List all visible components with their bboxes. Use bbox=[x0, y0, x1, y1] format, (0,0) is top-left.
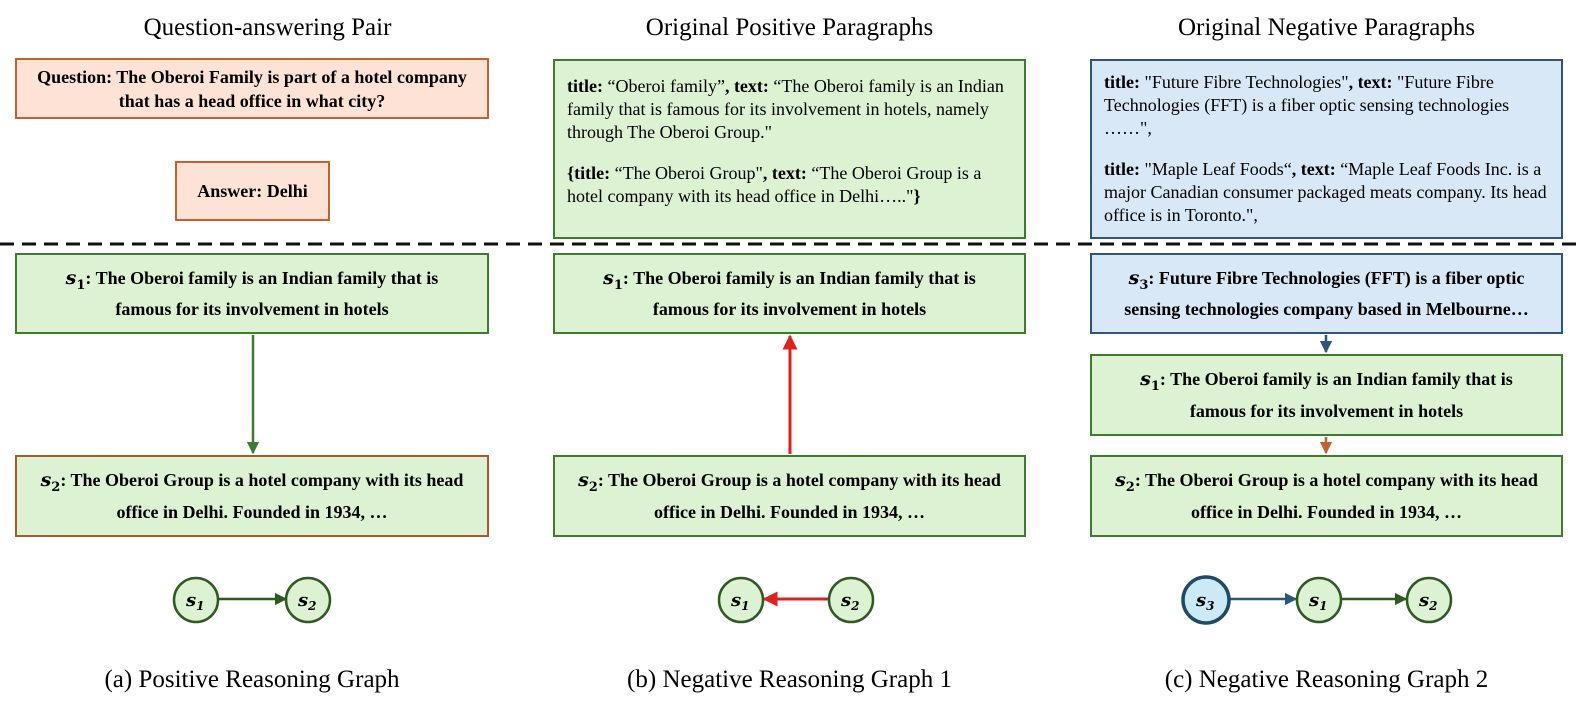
sentence-s2-b: s2: The Oberoi Group is a hotel company … bbox=[578, 469, 1001, 522]
svg-text:s1: s1 bbox=[185, 590, 205, 613]
s1-symbol: s1 bbox=[603, 266, 623, 293]
graph-c-node-s1: s1 bbox=[1295, 576, 1343, 624]
sentence-box-s1-c: s1: The Oberoi family is an Indian famil… bbox=[1090, 354, 1563, 436]
s2-symbol: s2 bbox=[40, 469, 61, 495]
positive-paragraphs-box: title: “Oberoi family”, text: “The Obero… bbox=[553, 59, 1026, 239]
sentence-s3-c: s3: Future Fibre Technologies (FFT) is a… bbox=[1124, 266, 1529, 320]
negative-paragraphs-box: title: "Future Fibre Technologies", text… bbox=[1090, 59, 1563, 239]
text-key: , text: bbox=[1348, 72, 1393, 92]
caption-b: (b) Negative Reasoning Graph 1 bbox=[627, 666, 952, 693]
text-value: "Future Fibre Technologies (FFT) is a fi… bbox=[1104, 72, 1510, 138]
closing-brace: } bbox=[913, 186, 921, 206]
text-value: “Maple Leaf Foods Inc. is a major Canadi… bbox=[1104, 159, 1547, 225]
sentence-box-s2-b: s2: The Oberoi Group is a hotel company … bbox=[553, 455, 1026, 537]
s2-symbol: s2 bbox=[578, 469, 598, 495]
svg-text:s2: s2 bbox=[840, 590, 860, 613]
sentence-box-s3-c: s3: Future Fibre Technologies (FFT) is a… bbox=[1090, 253, 1563, 334]
title-value: “Oberoi family” bbox=[602, 76, 725, 96]
sentence-box-s2-a: s2: The Oberoi Group is a hotel company … bbox=[15, 455, 489, 537]
negative-paragraph-1: title: "Future Fibre Technologies", text… bbox=[1104, 71, 1549, 140]
answer-box: Answer: Delhi bbox=[175, 161, 330, 221]
s3-symbol: s3 bbox=[1128, 266, 1149, 293]
answer-text: Answer: Delhi bbox=[197, 181, 308, 201]
text-key: , text: bbox=[762, 163, 807, 183]
sentence-s2-c: s2: The Oberoi Group is a hotel company … bbox=[1115, 469, 1538, 522]
caption-a: (a) Positive Reasoning Graph bbox=[104, 666, 400, 693]
title-value: “The Oberoi Group" bbox=[610, 163, 763, 183]
text-key: , text: bbox=[724, 76, 769, 96]
graph-a-node-s1: s1 bbox=[172, 576, 220, 624]
header-negative-paragraphs: Original Negative Paragraphs bbox=[1177, 14, 1476, 41]
negative-paragraph-2: title: "Maple Leaf Foods“, text: “Maple … bbox=[1104, 158, 1549, 227]
svg-text:s2: s2 bbox=[297, 590, 317, 613]
svg-text:s3: s3 bbox=[1195, 590, 1215, 613]
sentence-s1-b: s1: The Oberoi family is an Indian famil… bbox=[603, 266, 976, 320]
positive-paragraph-2: {title: “The Oberoi Group", text: “The O… bbox=[567, 162, 1012, 208]
caption-c: (c) Negative Reasoning Graph 2 bbox=[1164, 666, 1489, 693]
text-value: “The Oberoi family is an Indian family t… bbox=[567, 76, 1004, 142]
title-key: title: bbox=[567, 76, 603, 96]
svg-text:s2: s2 bbox=[1418, 590, 1438, 613]
header-qa-pair: Question-answering Pair bbox=[143, 14, 392, 41]
sentence-box-s1-b: s1: The Oberoi family is an Indian famil… bbox=[553, 253, 1026, 334]
sentence-box-s2-c: s2: The Oberoi Group is a hotel company … bbox=[1090, 455, 1563, 537]
graph-c-node-s3: s3 bbox=[1181, 575, 1231, 625]
title-key: title: bbox=[1104, 72, 1140, 92]
sentence-s1-a: s1: The Oberoi family is an Indian famil… bbox=[65, 266, 439, 320]
title-key: {title: bbox=[567, 163, 611, 183]
s1-symbol: s1 bbox=[65, 266, 86, 293]
graph-b-node-s1: s1 bbox=[717, 576, 765, 624]
s2-symbol: s2 bbox=[1115, 469, 1135, 495]
graph-c-node-s2: s2 bbox=[1405, 576, 1453, 624]
graph-a-node-s2: s2 bbox=[284, 576, 332, 624]
text-key: , text: bbox=[1291, 159, 1336, 179]
title-key: title: bbox=[1104, 159, 1140, 179]
svg-text:s1: s1 bbox=[730, 590, 750, 613]
title-value: "Future Fibre Technologies" bbox=[1139, 72, 1349, 92]
question-text: Question: The Oberoi Family is part of a… bbox=[37, 66, 467, 111]
graph-b-node-s2: s2 bbox=[827, 576, 875, 624]
title-value: "Maple Leaf Foods“ bbox=[1139, 159, 1292, 179]
positive-paragraph-1: title: “Oberoi family”, text: “The Obero… bbox=[567, 75, 1012, 144]
text-value: “The Oberoi Group is a hotel company wit… bbox=[567, 163, 982, 206]
s1-symbol: s1 bbox=[1140, 368, 1160, 394]
sentence-s2-a: s2: The Oberoi Group is a hotel company … bbox=[40, 469, 464, 522]
sentence-box-s1-a: s1: The Oberoi family is an Indian famil… bbox=[15, 253, 489, 334]
sentence-s1-c: s1: The Oberoi family is an Indian famil… bbox=[1140, 368, 1513, 421]
svg-text:s1: s1 bbox=[1308, 590, 1328, 613]
header-positive-paragraphs: Original Positive Paragraphs bbox=[645, 14, 934, 41]
question-box: Question: The Oberoi Family is part of a… bbox=[15, 58, 489, 119]
